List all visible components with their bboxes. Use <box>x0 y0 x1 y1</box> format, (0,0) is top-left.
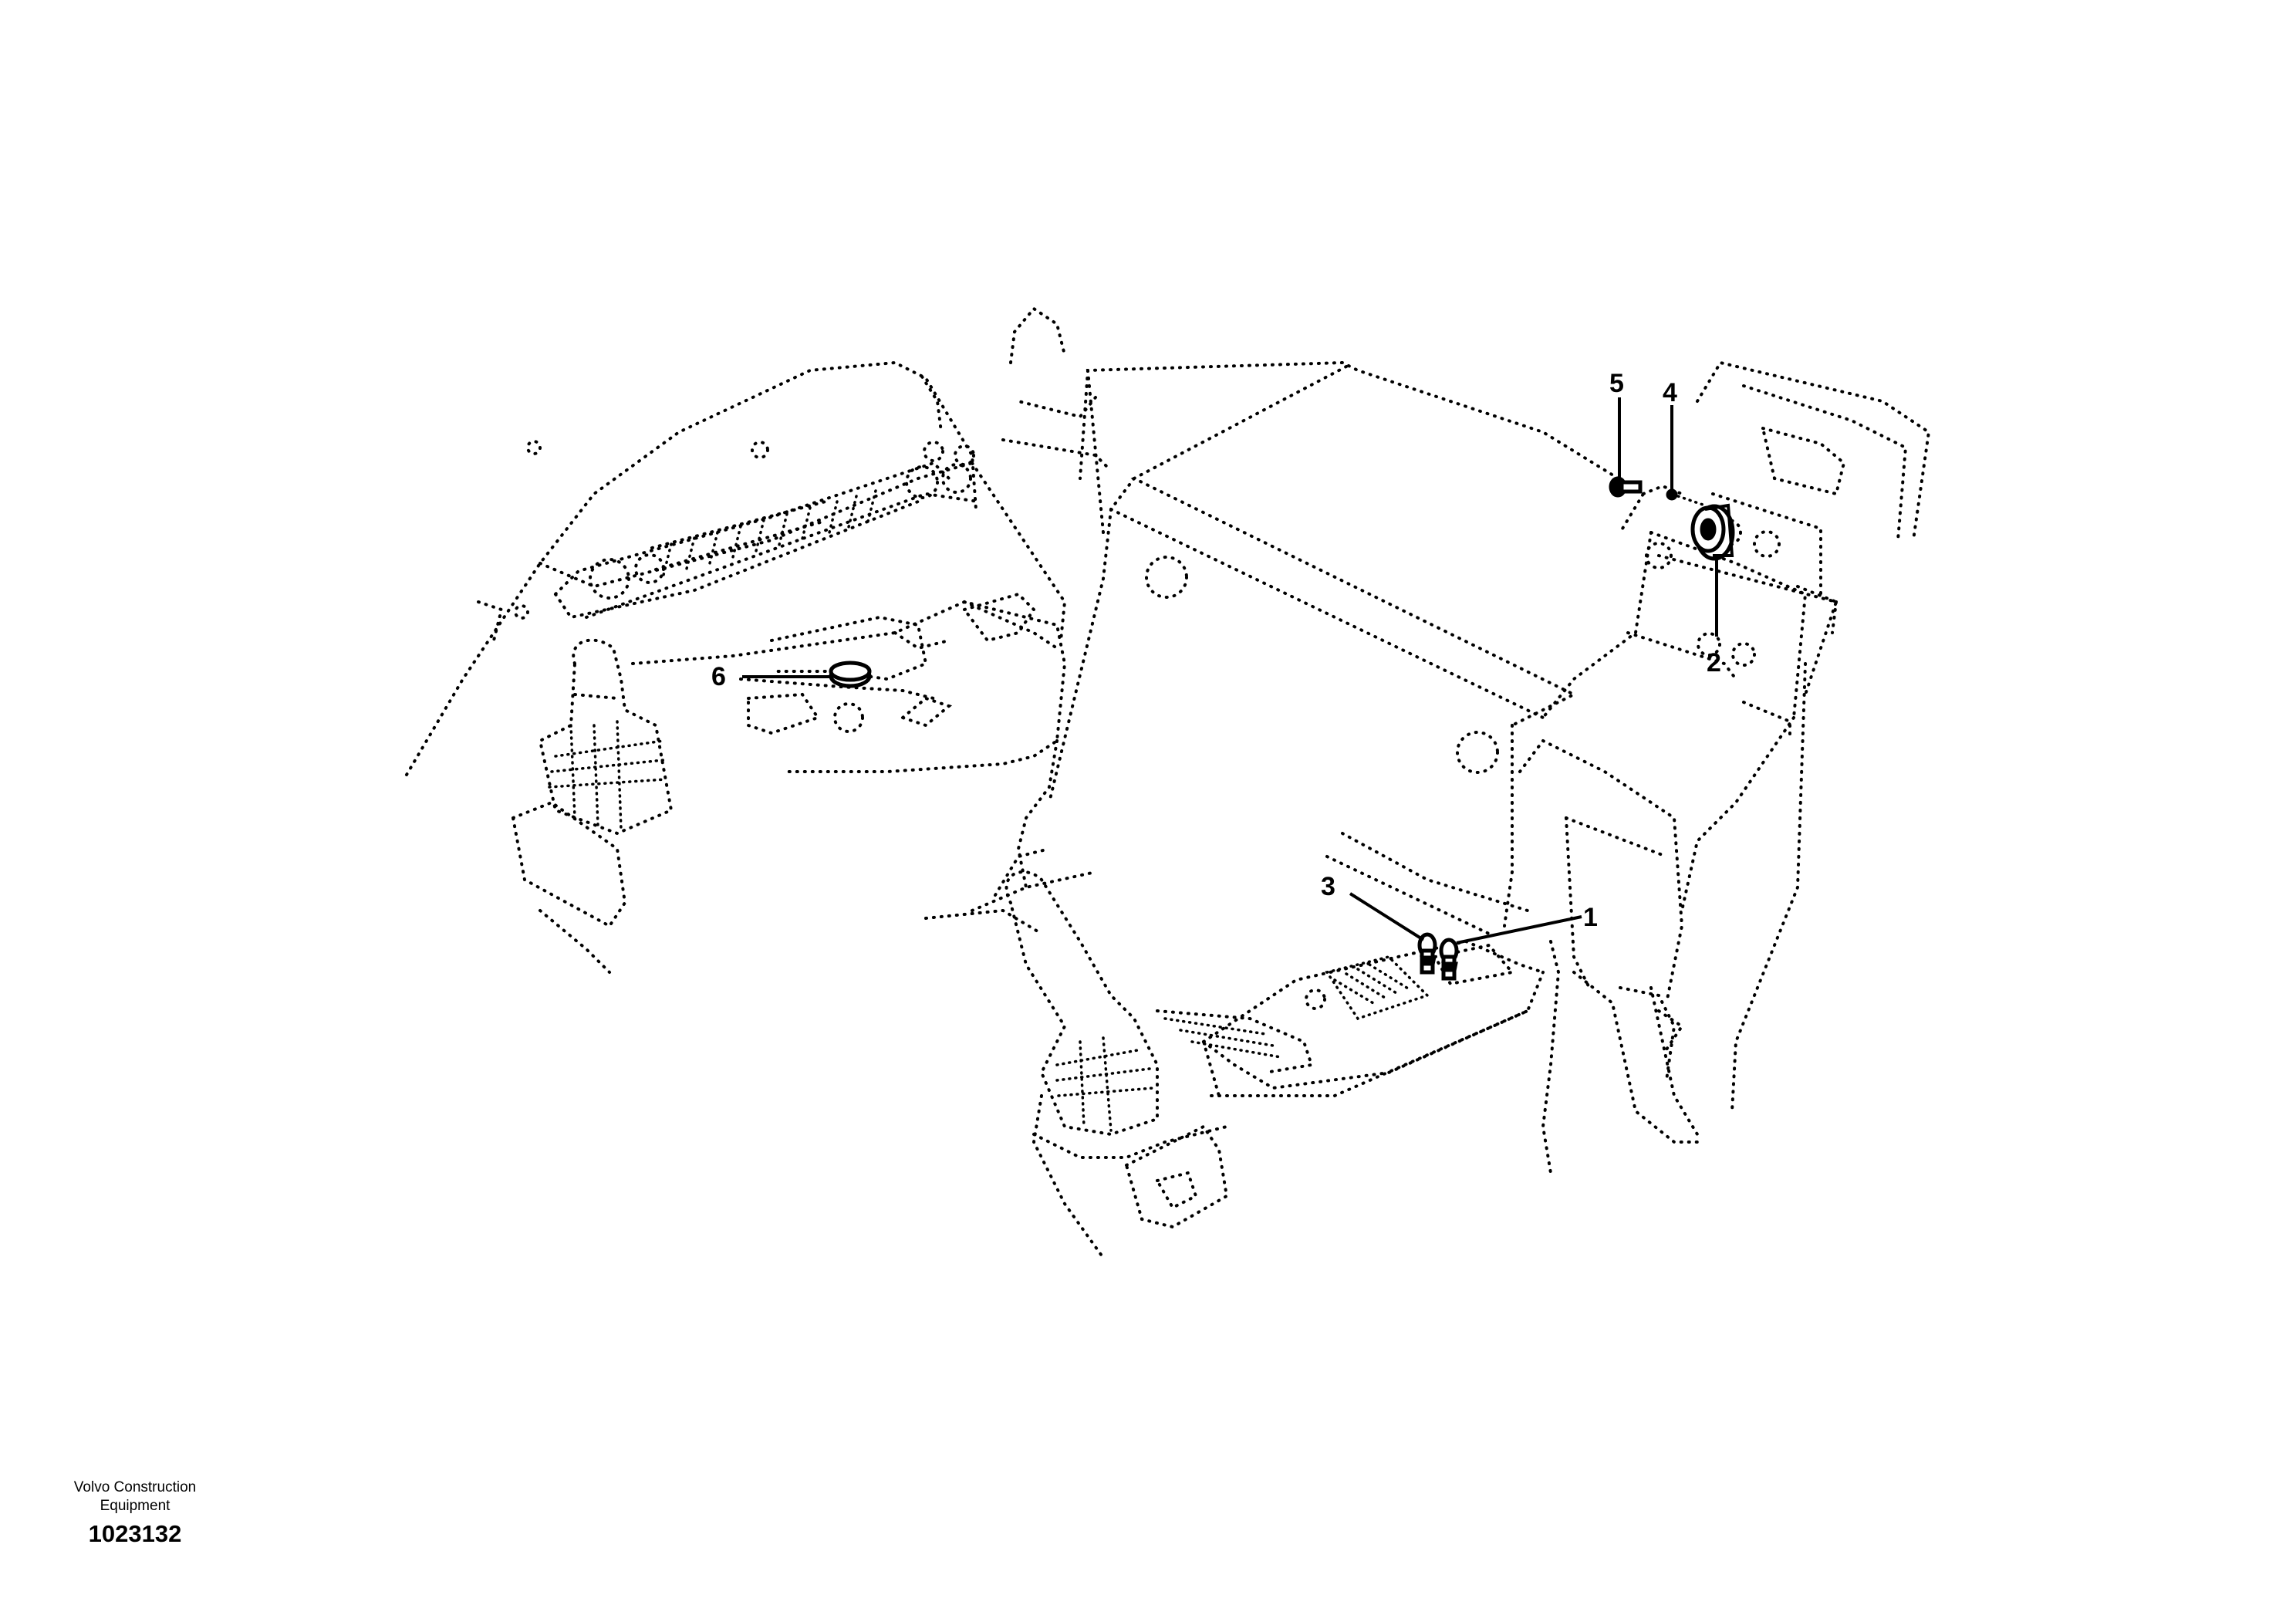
part-5-screw <box>1609 476 1643 498</box>
callout-labels: 1 2 3 4 5 6 <box>711 369 1721 932</box>
maker-name-line1: Volvo Construction <box>73 1479 197 1495</box>
callout-4: 4 <box>1663 378 1677 407</box>
part-4-nut <box>1666 488 1707 507</box>
left-console-outline <box>405 360 1067 889</box>
drawing-number: 1023132 <box>88 1520 182 1547</box>
callout-2: 2 <box>1707 648 1721 678</box>
leader-lines <box>742 397 1718 944</box>
seat-body <box>1001 306 1646 928</box>
right-joystick <box>1004 870 1229 1259</box>
maker-name-line2: Equipment <box>100 1498 171 1514</box>
callout-3: 3 <box>1321 872 1335 901</box>
callout-6: 6 <box>711 662 726 691</box>
left-joystick <box>511 638 674 974</box>
right-panel <box>1541 360 1931 1113</box>
callout-1: 1 <box>1583 903 1598 932</box>
part-2-socket <box>1690 503 1735 561</box>
part-1-3-switches <box>1417 932 1459 981</box>
leader-3 <box>1349 892 1425 941</box>
part-6-cap <box>829 661 872 688</box>
leader-1 <box>1456 915 1582 944</box>
left-panel-grille <box>554 441 975 600</box>
right-pillar <box>1518 738 1699 1174</box>
callout-5: 5 <box>1609 369 1624 398</box>
